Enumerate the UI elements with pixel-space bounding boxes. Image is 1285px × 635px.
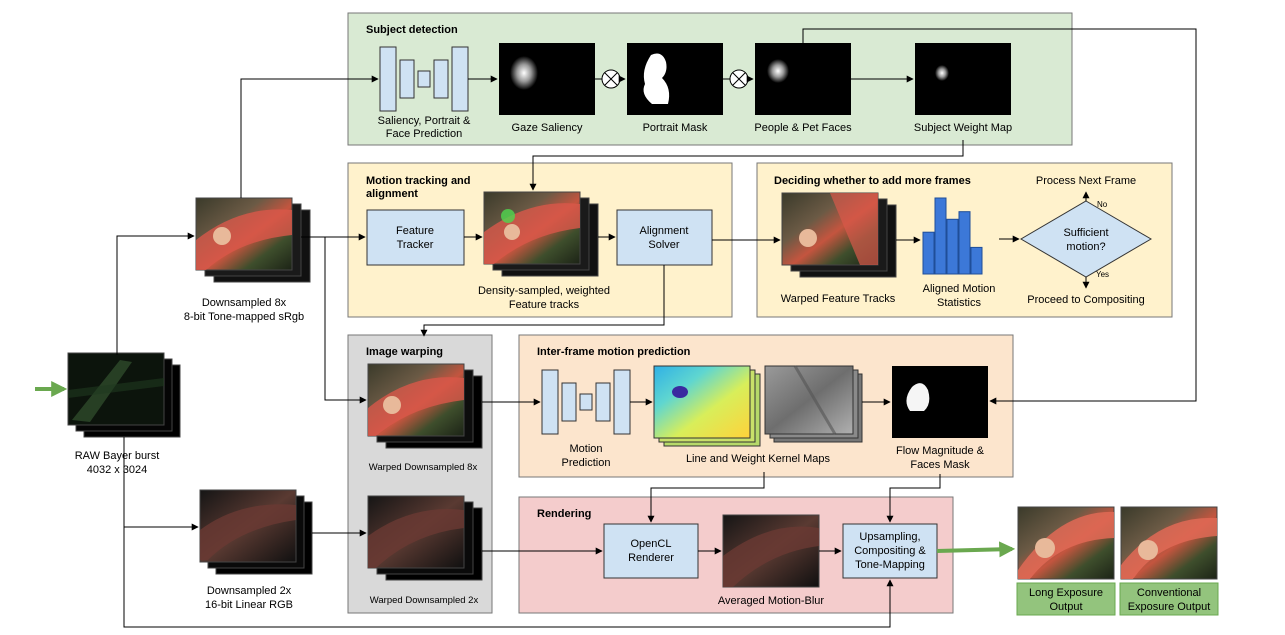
histogram-bar [946,218,959,275]
yes-label: Yes [1096,270,1109,279]
decision-label-1: Sufficient [1063,227,1108,239]
warped-8x-stack [367,363,483,449]
feature-tracks-stack [483,191,599,277]
raw-label-2: 4032 x 3024 [87,464,148,476]
section-title-subject-detection: Subject detection [366,24,458,36]
section-title-motion-tracking: Motion tracking and [366,175,471,187]
multiply-icon-2 [729,69,749,89]
motion-prediction-label-1: Motion [569,443,602,455]
output-arrow [936,541,1016,558]
long-exposure-label-1: Long Exposure [1029,587,1103,599]
conventional-output-image [1120,506,1218,580]
histogram-bar [922,231,935,275]
histogram-bar [958,211,971,275]
upsampling-compositing-box [842,523,938,579]
ds2-label-2: 16-bit Linear RGB [205,599,293,611]
long-exposure-output-image [1017,506,1115,580]
feature-tracks-label-1: Density-sampled, weighted [478,285,610,297]
section-title-motion-tracking-2: alignment [366,188,418,200]
flow-magnitude-image [892,366,988,438]
kernel-maps-stack [653,365,863,447]
portrait-mask-label: Portrait Mask [643,122,708,134]
warped-8x-label: Warped Downsampled 8x [369,462,478,473]
ds8-label-1: Downsampled 8x [202,297,287,309]
gaze-saliency-label: Gaze Saliency [512,122,583,134]
portrait-mask-shape [643,53,670,104]
people-pet-faces-image [755,43,851,115]
kernel-maps-label: Line and Weight Kernel Maps [686,453,831,465]
histogram-bar [934,197,947,275]
averaged-motion-blur-image [722,514,820,588]
feature-tracker-label-1: Feature [396,225,434,237]
feature-tracks-label-2: Feature tracks [509,299,580,311]
portrait-mask-image [627,43,723,115]
upsampling-label-3: Tone-Mapping [855,559,925,571]
flow-label-2: Faces Mask [910,459,970,471]
gaze-saliency-blob [510,56,538,90]
opencl-label-1: OpenCL [631,538,672,550]
section-title-image-warping: Image warping [366,346,443,358]
no-label: No [1097,200,1108,209]
subject-weight-map-image [915,43,1011,115]
conventional-label-1: Conventional [1137,587,1201,599]
alignment-solver-label-1: Alignment [640,225,689,237]
raw-bayer-stack [67,352,181,438]
long-exposure-output-panel [1016,582,1116,616]
opencl-renderer-box [603,523,699,579]
histogram-bar [970,246,983,275]
warped-feature-tracks-label: Warped Feature Tracks [781,293,896,305]
saliency-label-1: Saliency, Portrait & [378,115,471,127]
feature-tracker-label-2: Tracker [397,239,434,251]
stats-label-1: Aligned Motion [923,283,996,295]
section-title-rendering: Rendering [537,508,591,520]
flow-label-1: Flow Magnitude & [896,445,985,457]
weight-blob [935,65,949,81]
saliency-network-icon [379,46,469,112]
people-pet-faces-label: People & Pet Faces [754,122,852,134]
warped-feature-tracks-stack [781,192,897,278]
feature-tracker-box [366,209,465,266]
ds8-label-2: 8-bit Tone-mapped sRgb [184,311,304,323]
aligned-motion-statistics-histogram [922,197,983,275]
motion-prediction-label-2: Prediction [562,457,611,469]
motion-prediction-network-icon [541,369,631,435]
proceed-label: Proceed to Compositing [1027,294,1144,306]
averaged-motion-blur-label: Averaged Motion-Blur [718,595,825,607]
subject-weight-map-label: Subject Weight Map [914,122,1012,134]
process-next-frame-label: Process Next Frame [1036,175,1136,187]
alignment-solver-box [616,209,713,266]
upsampling-label-2: Compositing & [854,545,926,557]
section-title-interframe: Inter-frame motion prediction [537,346,691,358]
stats-label-2: Statistics [937,297,982,309]
connector-arrows [116,28,1197,628]
conventional-label-2: Exposure Output [1128,601,1211,613]
raw-label-1: RAW Bayer burst [75,450,160,462]
conventional-output-panel [1119,582,1219,616]
opencl-label-2: Renderer [628,552,674,564]
section-title-deciding: Deciding whether to add more frames [774,175,971,187]
face-blob [767,59,789,83]
warped-2x-label: Warped Downsampled 2x [370,595,479,606]
upsampling-label-1: Upsampling, [859,531,920,543]
flow-face-shape [906,383,930,411]
decision-label-2: motion? [1066,241,1105,253]
ds2-label-1: Downsampled 2x [207,585,292,597]
downsampled-2x-stack [199,489,313,575]
downsampled-8x-stack [195,197,311,283]
long-exposure-label-2: Output [1049,601,1082,613]
multiply-icon-1 [601,69,621,89]
saliency-label-2: Face Prediction [386,128,462,140]
alignment-solver-label-2: Solver [648,239,680,251]
warped-2x-stack [367,495,483,581]
